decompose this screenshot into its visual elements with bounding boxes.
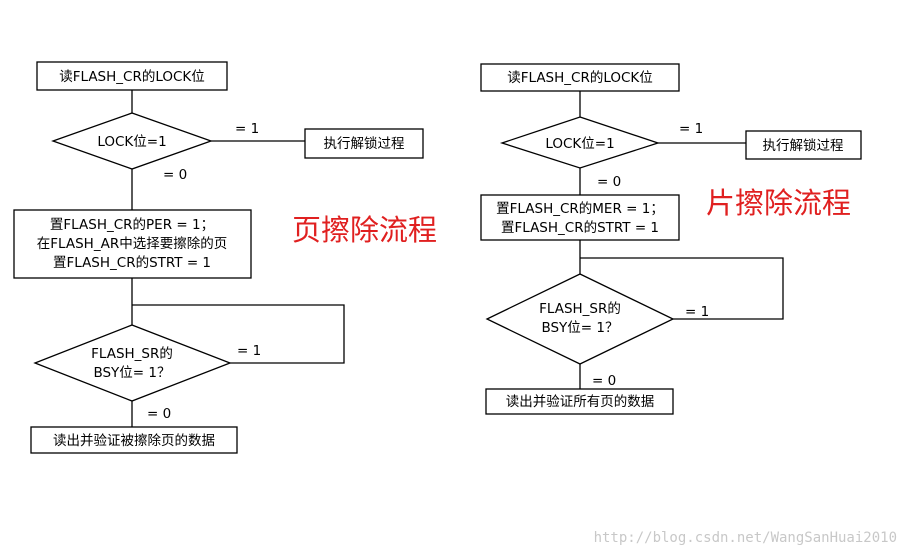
lock-decision-diamond <box>499 116 661 169</box>
set-mer-box <box>480 194 680 241</box>
lock-yes-label: = 1 <box>235 121 259 137</box>
page-erase-flowchart: 读FLASH_CR的LOCK位 LOCK位=1 = 1 = 0 执行解锁过程 置… <box>13 61 437 454</box>
verify-label: 读出并验证被擦除页的数据 <box>53 432 215 449</box>
lock-decision-diamond <box>51 112 213 170</box>
verify-label: 读出并验证所有页的数据 <box>506 394 655 410</box>
lock-decision-label: LOCK位=1 <box>545 136 614 152</box>
read-lock-label: 读FLASH_CR的LOCK位 <box>59 69 205 85</box>
set-per-line-3: 置FLASH_CR的STRT = 1 <box>53 255 211 271</box>
set-per-line-2: 在FLASH_AR中选择要擦除的页 <box>37 235 227 252</box>
lock-no-label: = 0 <box>597 174 621 190</box>
bsy-decision-line-2: BSY位= 1？ <box>541 320 618 336</box>
watermark-text: http://blog.csdn.net/WangSanHuai2010 <box>594 530 897 546</box>
lock-yes-label: = 1 <box>679 121 703 137</box>
bsy-decision-diamond <box>33 324 232 402</box>
bsy-decision-diamond <box>485 273 675 365</box>
unlock-box <box>304 128 424 159</box>
bsy-decision-line-1: FLASH_SR的 <box>539 301 621 317</box>
unlock-box <box>745 130 862 160</box>
set-per-box <box>13 209 252 279</box>
set-mer-line-2: 置FLASH_CR的STRT = 1 <box>501 220 659 236</box>
lock-no-label: = 0 <box>163 167 187 183</box>
read-lock-box <box>36 61 228 91</box>
bsy-no-label: = 0 <box>592 373 616 389</box>
set-per-line-1: 置FLASH_CR的PER = 1； <box>50 217 214 233</box>
mass-erase-title: 片擦除流程 <box>706 186 851 220</box>
unlock-label: 执行解锁过程 <box>324 136 405 152</box>
set-mer-line-1: 置FLASH_CR的MER = 1； <box>496 201 664 217</box>
read-lock-box <box>480 63 680 92</box>
bsy-yes-label: = 1 <box>237 343 261 359</box>
read-lock-label: 读FLASH_CR的LOCK位 <box>507 70 653 86</box>
bsy-decision-line-2: BSY位= 1？ <box>93 365 170 381</box>
verify-box <box>30 426 238 454</box>
verify-box <box>485 388 674 415</box>
lock-decision-label: LOCK位=1 <box>97 134 166 150</box>
unlock-label: 执行解锁过程 <box>763 138 844 154</box>
page-erase-title: 页擦除流程 <box>292 213 437 247</box>
busy-loop-connector <box>132 304 345 364</box>
bsy-no-label: = 0 <box>147 406 171 422</box>
busy-loop-connector <box>580 257 784 320</box>
bsy-yes-label: = 1 <box>685 304 709 320</box>
mass-erase-flowchart: 读FLASH_CR的LOCK位 LOCK位=1 = 1 = 0 执行解锁过程 置… <box>480 63 862 415</box>
bsy-decision-line-1: FLASH_SR的 <box>91 346 173 362</box>
